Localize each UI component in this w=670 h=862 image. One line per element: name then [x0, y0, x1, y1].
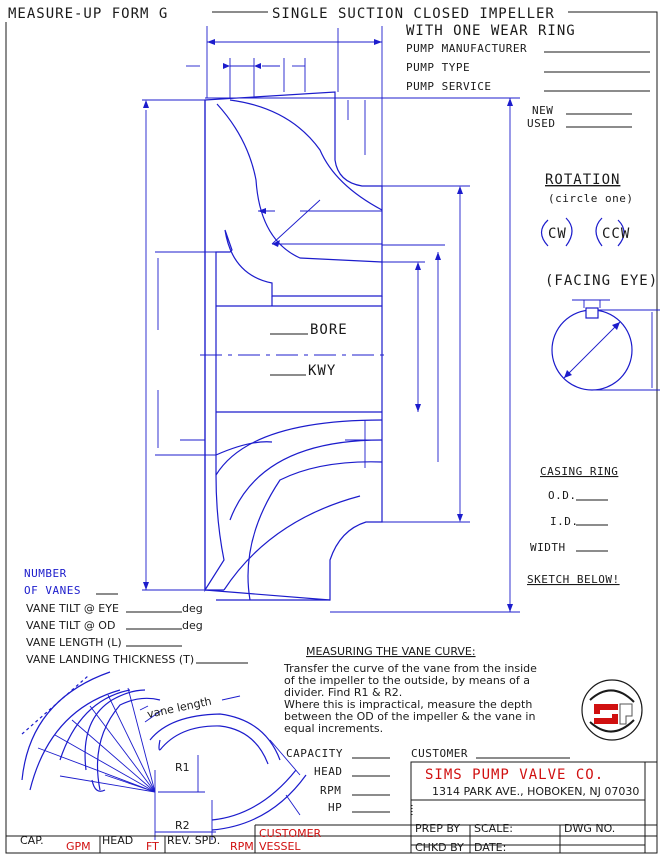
- measuring-line-6: equal increments.: [284, 722, 383, 735]
- rotation-hint: (circle one): [548, 192, 633, 205]
- measuring-line-4: Where this is impractical, measure the d…: [284, 698, 532, 711]
- footer-vessel: VESSEL: [259, 840, 301, 853]
- impeller-type-title: SINGLE SUCTION CLOSED IMPELLER: [272, 6, 555, 22]
- rotation-arrows: [540, 217, 625, 247]
- measuring-line-2: of the impeller to the outside, by means…: [284, 674, 530, 687]
- hp-label: HP: [328, 801, 342, 814]
- header-left-bg: [2, 4, 212, 22]
- sims-logo: [581, 679, 643, 741]
- form-title: MEASURE-UP FORM G: [8, 6, 168, 22]
- footer-gpm: GPM: [66, 840, 91, 853]
- bore-keyway-diagram: [551, 299, 660, 391]
- impeller-dimensions: [142, 26, 520, 613]
- footer-rev-spd-label: REV. SPD.: [167, 834, 220, 847]
- casing-id-label: I.D.: [550, 515, 579, 528]
- used-label: USED: [527, 117, 556, 130]
- impeller-cross-section: [200, 91, 390, 601]
- vane-tilt-eye-deg: deg: [182, 602, 203, 615]
- rotation-title: ROTATION: [545, 172, 620, 188]
- customer-label: CUSTOMER: [411, 747, 468, 760]
- vane-landing-label: VANE LANDING THICKNESS (T): [26, 653, 194, 666]
- measuring-line-1: Transfer the curve of the vane from the …: [283, 662, 537, 675]
- header-right-bg: [268, 4, 568, 22]
- pump-type-label: PUMP TYPE: [406, 61, 470, 74]
- rpm-label: RPM: [320, 784, 341, 797]
- casing-od-label: O.D.: [548, 489, 577, 502]
- number-of-vanes-label-1: NUMBER: [24, 567, 67, 580]
- vane-length-label: VANE LENGTH (L): [26, 636, 122, 649]
- vane-tilt-eye-label: VANE TILT @ EYE: [26, 602, 119, 615]
- vane-tilt-od-label: VANE TILT @ OD: [26, 619, 115, 632]
- pump-manufacturer-label: PUMP MANUFACTURER: [406, 42, 527, 55]
- footer-ft: FT: [146, 840, 159, 853]
- rotation-ccw[interactable]: CCW: [602, 226, 630, 242]
- measuring-line-3: divider. Find R1 & R2.: [284, 686, 402, 699]
- footer-chkd-by: CHKD BY: [415, 841, 464, 854]
- capacity-label: CAPACITY: [286, 747, 343, 760]
- impeller-subtitle: WITH ONE WEAR RING: [406, 23, 576, 39]
- measuring-line-5: between the OD of the impeller & the van…: [284, 710, 535, 723]
- title-block: [6, 761, 658, 853]
- new-label: NEW: [532, 104, 553, 117]
- casing-ring-title: CASING RING: [540, 465, 618, 478]
- casing-width-label: WIDTH: [530, 541, 566, 554]
- r2-label: R2: [175, 819, 190, 832]
- footer-customer: CUSTOMER: [259, 827, 322, 840]
- footer-date: DATE:: [474, 841, 506, 854]
- sketch-below-label: SKETCH BELOW!: [527, 573, 620, 586]
- vane-tilt-od-deg: deg: [182, 619, 203, 632]
- r1-label: R1: [175, 761, 190, 774]
- pump-service-label: PUMP SERVICE: [406, 80, 491, 93]
- footer-rpm: RPM: [230, 840, 254, 853]
- head-label: HEAD: [314, 765, 343, 778]
- footer-dwg-no: DWG NO.: [564, 822, 615, 835]
- company-name: SIMS PUMP VALVE CO.: [425, 767, 604, 783]
- footer-head-label: HEAD: [102, 834, 133, 847]
- footer-prep-by: PREP BY: [415, 822, 460, 835]
- facing-eye-label: (FACING EYE): [545, 273, 658, 289]
- footer-scale: SCALE:: [474, 822, 513, 835]
- rotation-cw[interactable]: CW: [548, 226, 567, 242]
- measuring-title: MEASURING THE VANE CURVE:: [306, 645, 476, 658]
- bore-label: BORE: [310, 322, 348, 338]
- company-address: 1314 PARK AVE., HOBOKEN, NJ 07030: [432, 785, 639, 798]
- footer-cap-label: CAP.: [20, 834, 44, 847]
- number-of-vanes-label-2: OF VANES: [24, 584, 81, 597]
- vane-curve-sketch: [21, 671, 307, 840]
- kwy-label: KWY: [308, 363, 336, 379]
